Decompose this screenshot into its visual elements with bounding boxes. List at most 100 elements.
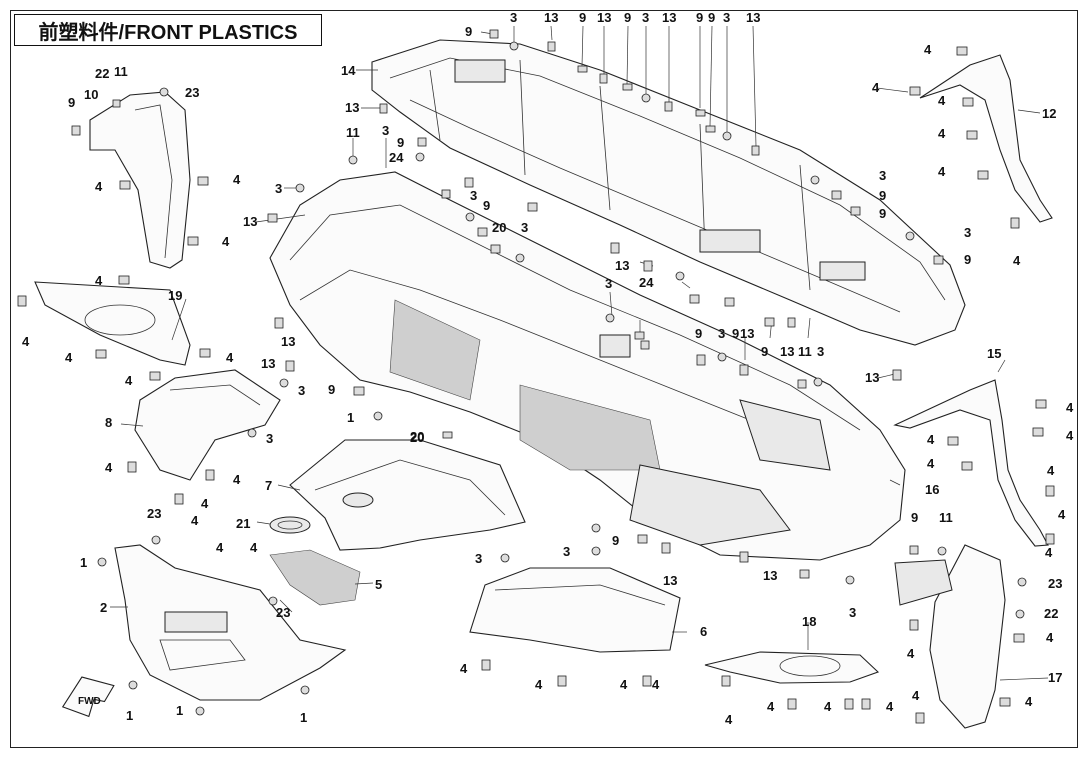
callout-label: 4 — [535, 677, 543, 692]
callout-label: 3 — [563, 544, 570, 559]
callout-label: 22 — [1044, 606, 1058, 621]
callout-label: 4 — [460, 661, 468, 676]
callout-label: 9 — [879, 188, 886, 203]
callout-label: 18 — [802, 614, 816, 629]
callout-label: 20 — [410, 430, 424, 445]
callout-label: 13 — [345, 100, 359, 115]
callout-label: 4 — [652, 677, 660, 692]
callout-label: 3 — [723, 10, 730, 25]
callout-label: 12 — [1042, 106, 1056, 121]
callout-label: 4 — [938, 93, 946, 108]
callout-label: 4 — [1046, 630, 1054, 645]
callout-label: 4 — [824, 699, 832, 714]
callout-label: 13 — [615, 258, 629, 273]
diagram-title: 前塑料件/FRONT PLASTICS — [14, 14, 322, 46]
callout-label: 11 — [346, 125, 360, 140]
callout-label: 21 — [236, 516, 250, 531]
callout-label: 9 — [465, 24, 472, 39]
callout-label: 4 — [65, 350, 73, 365]
callout-label: 4 — [222, 234, 230, 249]
callout-label: 9 — [612, 533, 619, 548]
callout-label: 3 — [605, 276, 612, 291]
part-2-lower-bumper — [114, 544, 347, 701]
callout-label: 9 — [68, 95, 75, 110]
fasteners — [17, 29, 1055, 724]
callout-label: 11 — [114, 64, 128, 79]
callout-label: 4 — [1058, 507, 1066, 522]
callout-label: 9 — [483, 198, 490, 213]
callout-label: 1 — [126, 708, 133, 723]
callout-label: 17 — [1048, 670, 1062, 685]
part-16-front-fascia — [269, 171, 906, 561]
callout-label: 13 — [243, 214, 257, 229]
callout-label: 9 — [624, 10, 631, 25]
callout-label: 4 — [191, 513, 199, 528]
callout-label: 13 — [663, 573, 677, 588]
callout-label: 4 — [620, 677, 628, 692]
part-21-ring — [269, 516, 311, 534]
part-7-hood-panel — [289, 439, 526, 551]
callout-label: 9 — [696, 10, 703, 25]
callout-label: 19 — [168, 288, 182, 303]
callout-label: 10 — [84, 87, 98, 102]
callout-label: 3 — [964, 225, 971, 240]
callout-label: 4 — [886, 699, 894, 714]
callout-label: 3 — [642, 10, 649, 25]
callout-label: 3 — [298, 383, 305, 398]
callout-label: 4 — [22, 334, 30, 349]
callout-label: 4 — [95, 179, 103, 194]
callout-label: 3 — [879, 168, 886, 183]
callout-label: 4 — [927, 456, 935, 471]
callout-label: 3 — [718, 326, 725, 341]
part-5-grille — [269, 549, 361, 606]
callout-label: 9 — [911, 510, 918, 525]
callout-label: 9 — [761, 344, 768, 359]
callout-label: 4 — [938, 126, 946, 141]
callout-label: 3 — [521, 220, 528, 235]
callout-label: 4 — [767, 699, 775, 714]
callout-label: 4 — [105, 460, 113, 475]
callout-label: 13 — [865, 370, 879, 385]
callout-label: 22 — [95, 66, 109, 81]
callout-label: 23 — [276, 605, 290, 620]
callout-label: 4 — [226, 350, 234, 365]
callout-label: 9 — [708, 10, 715, 25]
callout-label: 5 — [375, 577, 382, 592]
callout-label: 3 — [817, 344, 824, 359]
callout-label: 4 — [872, 80, 880, 95]
callout-label: 1 — [80, 555, 87, 570]
part-6-center-panel — [469, 567, 681, 653]
callout-label: 4 — [1066, 400, 1074, 415]
callout-label: 4 — [938, 164, 946, 179]
part-14-upper-panel — [371, 39, 966, 346]
part-19-left-liner — [34, 281, 191, 366]
callout-label: 4 — [216, 540, 224, 555]
callout-label: 4 — [125, 373, 133, 388]
callout-label: 9 — [579, 10, 586, 25]
callout-label: 3 — [475, 551, 482, 566]
callout-label: 20 — [410, 429, 424, 444]
callout-label: 4 — [1066, 428, 1074, 443]
callout-label: 4 — [725, 712, 733, 727]
fwd-arrow: FWD — [61, 676, 115, 718]
callout-label: 13 — [740, 326, 754, 341]
callout-label: 13 — [662, 10, 676, 25]
callout-label: 9 — [328, 382, 335, 397]
callout-label: 1 — [347, 410, 354, 425]
callout-label: 23 — [1048, 576, 1062, 591]
callout-label: 4 — [1045, 545, 1053, 560]
part-17-right-lower-fender — [894, 544, 1006, 729]
part-18-right-liner — [704, 651, 880, 684]
part-10-left-upper-fender — [89, 91, 191, 269]
callout-label: 4 — [250, 540, 258, 555]
callout-label: 4 — [927, 432, 935, 447]
callout-label: 24 — [639, 275, 654, 290]
callout-label: 4 — [1013, 253, 1021, 268]
callout-label: 8 — [105, 415, 112, 430]
callout-label: 4 — [233, 172, 241, 187]
callout-label: 4 — [912, 688, 920, 703]
callout-label: 3 — [470, 188, 477, 203]
callout-label: 1 — [176, 703, 183, 718]
callout-label: 13 — [597, 10, 611, 25]
